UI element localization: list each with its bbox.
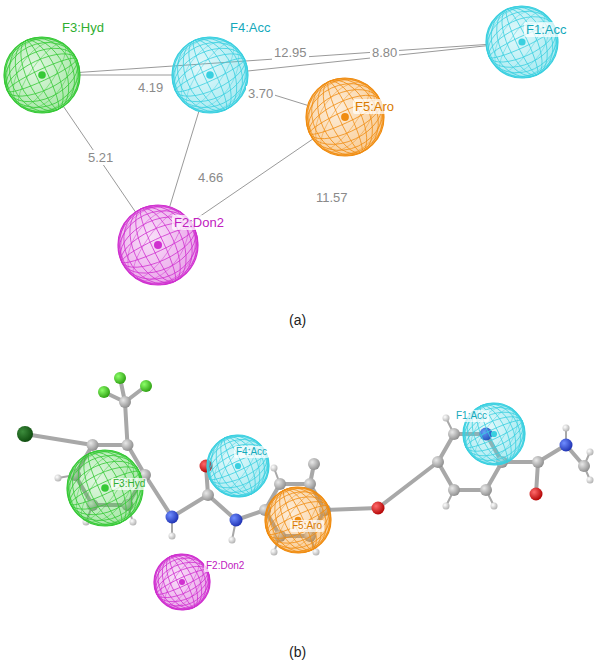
feature-label: F5:Aro	[290, 520, 324, 532]
distance-label: 3.70	[246, 86, 275, 101]
sphere-mesh	[486, 6, 558, 78]
pharmacophore-sphere: F5:Aro	[306, 78, 384, 156]
distance-label: 5.21	[86, 150, 115, 165]
distance-line	[80, 44, 486, 72]
feature-label: F5:Aro	[353, 99, 396, 114]
distance-line	[63, 106, 135, 212]
pharmacophore-sphere: F2:Don2	[154, 554, 210, 610]
pharmacophore-sphere: F5:Aro	[265, 487, 331, 553]
distance-line	[170, 111, 199, 206]
distance-line	[80, 75, 172, 76]
distance-label: 12.95	[272, 45, 309, 60]
feature-label: F2:Don2	[204, 560, 246, 572]
panel-label: (a)	[289, 312, 306, 328]
feature-label: F1:Acc	[524, 22, 568, 37]
distance-line	[191, 139, 313, 222]
feature-label: F4:Acc	[228, 20, 272, 35]
pharmacophore-sphere: F3:Hyd	[67, 450, 143, 526]
sphere-mesh	[172, 37, 248, 113]
feature-label: F2:Don2	[172, 215, 226, 230]
pharmacophore-sphere: F4:Acc	[172, 37, 248, 113]
distance-line	[248, 46, 486, 71]
sphere-mesh	[306, 78, 384, 156]
distance-label: 11.57	[314, 190, 350, 205]
sphere-mesh	[4, 37, 80, 113]
feature-label: F4:Acc	[234, 446, 269, 458]
distance-label: 8.80	[370, 45, 399, 60]
distance-label: 4.19	[136, 80, 165, 95]
sphere-mesh	[154, 554, 210, 610]
pharmacophore-sphere: F3:Hyd	[4, 37, 80, 113]
pharmacophore-sphere: F1:Acc	[463, 403, 525, 465]
pharmacophore-sphere: F1:Acc	[486, 6, 558, 78]
sphere-mesh	[207, 435, 269, 497]
feature-label: F1:Acc	[454, 410, 489, 422]
panel-label: (b)	[289, 644, 306, 660]
distance-label: 4.66	[196, 170, 225, 185]
pharmacophore-sphere: F4:Acc	[207, 435, 269, 497]
distance-line	[246, 86, 307, 105]
pharmacophore-sphere: F2:Don2	[118, 205, 198, 285]
feature-label: F3:Hyd	[111, 478, 147, 490]
feature-label: F3:Hyd	[60, 20, 106, 35]
